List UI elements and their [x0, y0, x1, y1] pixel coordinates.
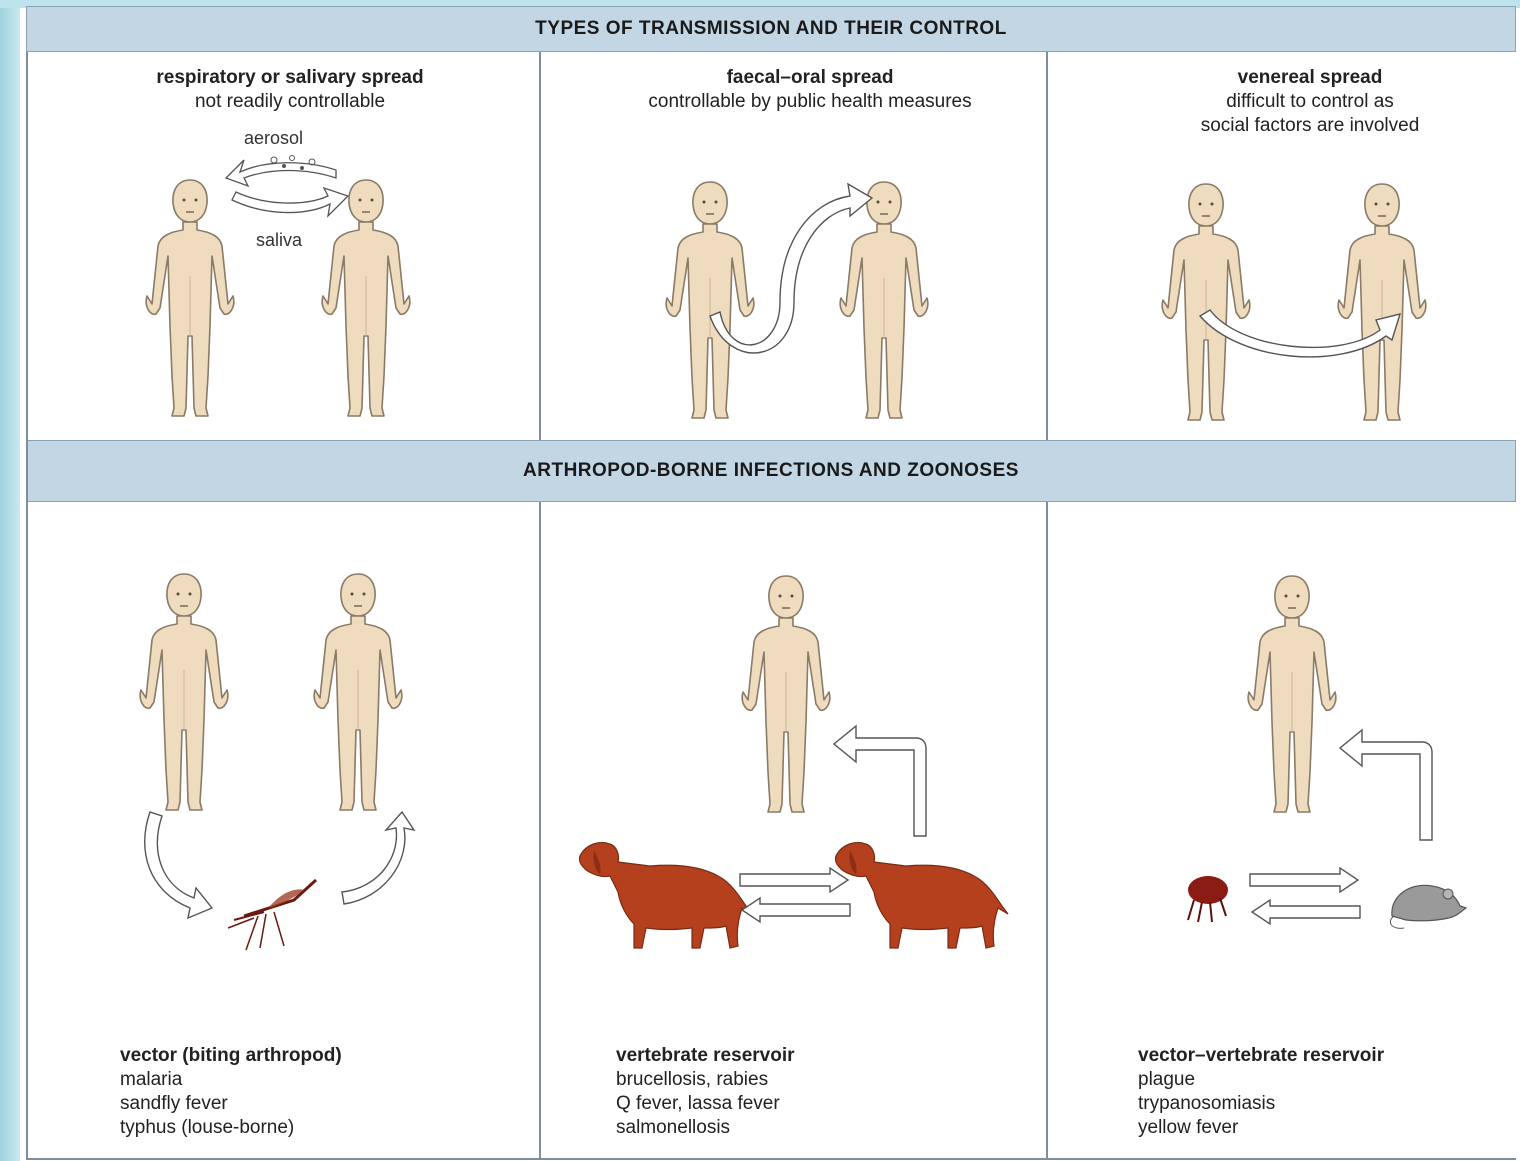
bent-arrow-icon: [1340, 730, 1440, 850]
disease-item: Q fever, lassa fever: [616, 1092, 795, 1116]
arrow-left-icon: [740, 898, 852, 926]
panel-vector-vertebrate-list: vector–vertebrate reservoir plague trypa…: [1138, 1044, 1384, 1140]
panel-faecal-oral-caption: faecal–oral spread controllable by publi…: [580, 66, 1040, 114]
saliva-label: saliva: [256, 230, 302, 251]
curved-arrow-down-icon: [140, 812, 220, 922]
flea-icon: [1180, 870, 1236, 926]
grid-line-left: [26, 52, 28, 1160]
panel-vertebrate-title: vertebrate reservoir: [616, 1044, 795, 1068]
panel-faecal-oral-subtitle: controllable by public health measures: [648, 91, 971, 112]
panel-venereal-subtitle-1: difficult to control as: [1100, 90, 1520, 114]
arrow-right-icon: [740, 868, 852, 896]
dog-icon: [836, 836, 1016, 954]
panel-vector-vertebrate-title: vector–vertebrate reservoir: [1138, 1044, 1384, 1068]
human-figure: [746, 572, 836, 817]
dog-icon: [580, 836, 760, 954]
human-figure: [144, 570, 234, 815]
aerosol-arrows-icon: [226, 150, 356, 230]
human-figure: [1252, 572, 1342, 817]
disease-item: brucellosis, rabies: [616, 1068, 795, 1092]
aerosol-label: aerosol: [244, 128, 303, 149]
slide-left-border: [0, 0, 20, 1161]
section-header-transmission: TYPES OF TRANSMISSION AND THEIR CONTROL: [26, 6, 1516, 52]
disease-item: plague: [1138, 1068, 1384, 1092]
bent-arrow-icon: [834, 726, 934, 846]
disease-item: yellow fever: [1138, 1116, 1384, 1140]
faecal-oral-arrow-icon: [700, 182, 880, 362]
panel-vector-title: vector (biting arthropod): [120, 1044, 342, 1068]
panel-vertebrate-list: vertebrate reservoir brucellosis, rabies…: [616, 1044, 795, 1140]
disease-item: trypanosomiasis: [1138, 1092, 1384, 1116]
panel-venereal-caption: venereal spread difficult to control as …: [1100, 66, 1520, 138]
disease-item: malaria: [120, 1068, 342, 1092]
grid-line-top-2: [1046, 52, 1048, 440]
panel-respiratory-title: respiratory or salivary spread: [90, 66, 490, 90]
disease-item: typhus (louse-borne): [120, 1116, 342, 1140]
panel-vector-list: vector (biting arthropod) malaria sandfl…: [120, 1044, 342, 1140]
section-header-zoonoses: ARTHROPOD-BORNE INFECTIONS AND ZOONOSES: [26, 440, 1516, 502]
rat-icon: [1386, 876, 1466, 932]
section-title-transmission: TYPES OF TRANSMISSION AND THEIR CONTROL: [535, 18, 1007, 40]
grid-line-bottom-2: [1046, 502, 1048, 1160]
panel-faecal-oral-title: faecal–oral spread: [580, 66, 1040, 90]
panel-venereal-subtitle-2: social factors are involved: [1100, 114, 1520, 138]
grid-line-top-1: [539, 52, 541, 440]
grid-line-bottom-1: [539, 502, 541, 1160]
panel-venereal-title: venereal spread: [1100, 66, 1520, 90]
mosquito-icon: [224, 876, 324, 956]
venereal-arrow-icon: [1200, 300, 1410, 370]
disease-item: sandfly fever: [120, 1092, 342, 1116]
grid-line-base: [26, 1158, 1516, 1160]
section-title-zoonoses: ARTHROPOD-BORNE INFECTIONS AND ZOONOSES: [523, 460, 1019, 482]
panel-respiratory-subtitle: not readily controllable: [195, 91, 385, 112]
arrow-right-icon: [1250, 868, 1362, 896]
panel-respiratory-caption: respiratory or salivary spread not readi…: [90, 66, 490, 114]
disease-item: salmonellosis: [616, 1116, 795, 1140]
arrow-left-icon: [1250, 900, 1362, 928]
curved-arrow-up-icon: [340, 812, 420, 922]
human-figure: [318, 570, 408, 815]
